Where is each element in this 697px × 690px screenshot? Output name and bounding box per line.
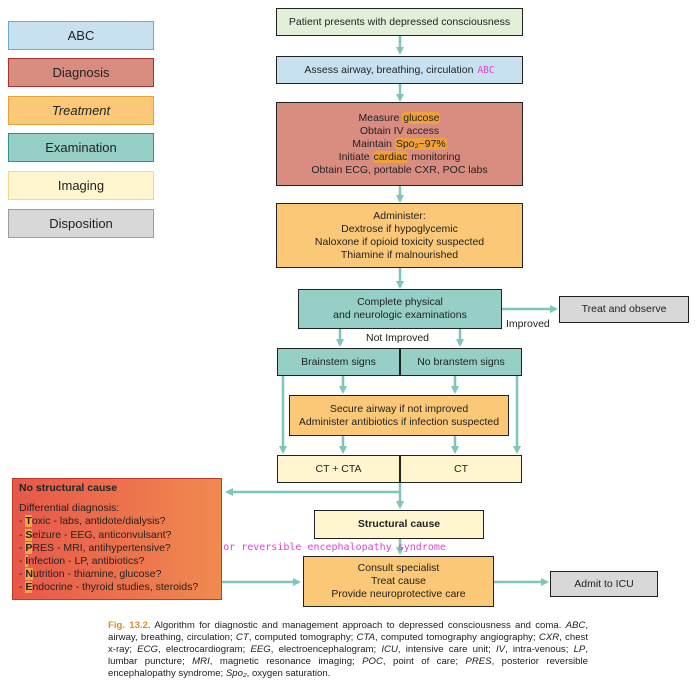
abbrev-definition: , intra-venous; bbox=[505, 644, 574, 655]
abbrev-term: LP bbox=[573, 644, 586, 655]
node-ct-cta: CT + CTA bbox=[277, 455, 400, 483]
legend-disposition: Disposition bbox=[8, 209, 154, 238]
abbrev-definition: , posterior reversible encephalopathy sy… bbox=[108, 656, 588, 679]
abbrev-definition: , computed tomography; bbox=[248, 632, 357, 643]
abbrev-definition: , point of care; bbox=[382, 656, 466, 667]
node-brainstem-signs: Brainstem signs bbox=[277, 348, 400, 376]
figure-caption: Fig. 13.2. Algorithm for diagnostic and … bbox=[108, 620, 588, 680]
legend-abc: ABC bbox=[8, 21, 154, 50]
figure-number: Fig. 13.2. bbox=[108, 620, 151, 631]
node-ct: CT bbox=[400, 455, 522, 483]
label-not-improved: Not Improved bbox=[366, 332, 430, 344]
pres-annotation: posterior reversible encephalopathy synd… bbox=[181, 542, 446, 553]
node-treat-observe: Treat and observe bbox=[559, 296, 689, 323]
node-consult-specialist: Consult specialist Treat cause Provide n… bbox=[303, 556, 494, 607]
node-diagnosis: Measure glucose Obtain IV access Maintai… bbox=[276, 102, 523, 186]
abbrev-term: EEG bbox=[250, 644, 271, 655]
abbrev-term: MRI bbox=[192, 656, 210, 667]
node-administer: Administer: Dextrose if hypoglycemic Nal… bbox=[276, 203, 523, 268]
ddx-seizure: - Seizure - EEG, anticonvulsant? bbox=[19, 528, 172, 541]
ddx-infection: - Infection - LP, antibiotics? bbox=[19, 555, 145, 568]
abbrev-definition: , electroencephalogram; bbox=[270, 644, 382, 655]
abc-tag: ABC bbox=[477, 64, 495, 76]
obtain-tests-line: Obtain ECG, portable CXR, POC labs bbox=[311, 163, 488, 176]
label-improved: Improved bbox=[506, 318, 550, 330]
ddx-pres: - PRES - MRI, antihypertensive? bbox=[19, 541, 171, 554]
abbrev-term: ECG bbox=[137, 644, 158, 655]
ddx-toxic: - Toxic - labs, antidote/dialysis? bbox=[19, 515, 166, 528]
abbrev-term: ICU bbox=[381, 644, 398, 655]
abbrev-definition: , magnetic resonance imaging; bbox=[209, 656, 363, 667]
abbrev-term: IV bbox=[495, 644, 506, 655]
node-no-brainstem-signs: No branstem signs bbox=[400, 348, 522, 376]
node-secure-airway: Secure airway if not improved Administer… bbox=[289, 395, 509, 436]
node-structural-cause: Structural cause bbox=[314, 510, 484, 539]
abbrev-term: PRES bbox=[465, 656, 492, 667]
legend-examination: Examination bbox=[8, 133, 154, 162]
ddx-endocrine: - Endocrine - thyroid studies, steroids? bbox=[19, 581, 199, 594]
abbrev-definition: , oxygen saturation. bbox=[246, 668, 331, 679]
node-examination: Complete physical and neurologic examina… bbox=[298, 289, 502, 329]
abbrev-term: POC bbox=[362, 656, 383, 667]
abbrev-term: Spo₂ bbox=[225, 668, 247, 679]
abbrev-definition: , electrocardiogram; bbox=[157, 644, 251, 655]
iv-access-line: Obtain IV access bbox=[359, 124, 440, 137]
abbrev-definition: , airway, breathing, circulation; bbox=[108, 620, 588, 643]
legend-diagnosis: Diagnosis bbox=[8, 58, 154, 87]
node-no-structural-cause: No structural cause Differential diagnos… bbox=[12, 478, 222, 600]
node-admit-icu: Admit to ICU bbox=[550, 571, 658, 597]
abbrev-definition: , chest x-ray; bbox=[108, 632, 588, 655]
abbrev-term: CT bbox=[235, 632, 249, 643]
caption-text: Algorithm for diagnostic and management … bbox=[154, 620, 562, 631]
maintain-spo2-line: Maintain Spo₂~97% bbox=[352, 137, 447, 150]
ddx-nutrition: - Nutrition - thiamine, glucose? bbox=[19, 568, 162, 581]
legend-imaging: Imaging bbox=[8, 171, 154, 200]
cardiac-monitoring-line: Initiate cardiac monitoring bbox=[338, 150, 461, 163]
legend-treatment: Treatment bbox=[8, 96, 154, 125]
caption-abbreviations: ABC, airway, breathing, circulation; CT,… bbox=[108, 620, 588, 679]
node-start: Patient presents with depressed consciou… bbox=[276, 8, 523, 36]
abbrev-term: CXR bbox=[538, 632, 560, 643]
abbrev-definition: , intensive care unit; bbox=[397, 644, 496, 655]
abbrev-definition: , lumbar puncture; bbox=[108, 644, 588, 667]
abbrev-term: ABC bbox=[565, 620, 586, 631]
abbrev-definition: , computed tomography angiography; bbox=[375, 632, 539, 643]
measure-glucose-line: Measure glucose bbox=[358, 111, 441, 124]
abbrev-term: CTA bbox=[356, 632, 376, 643]
